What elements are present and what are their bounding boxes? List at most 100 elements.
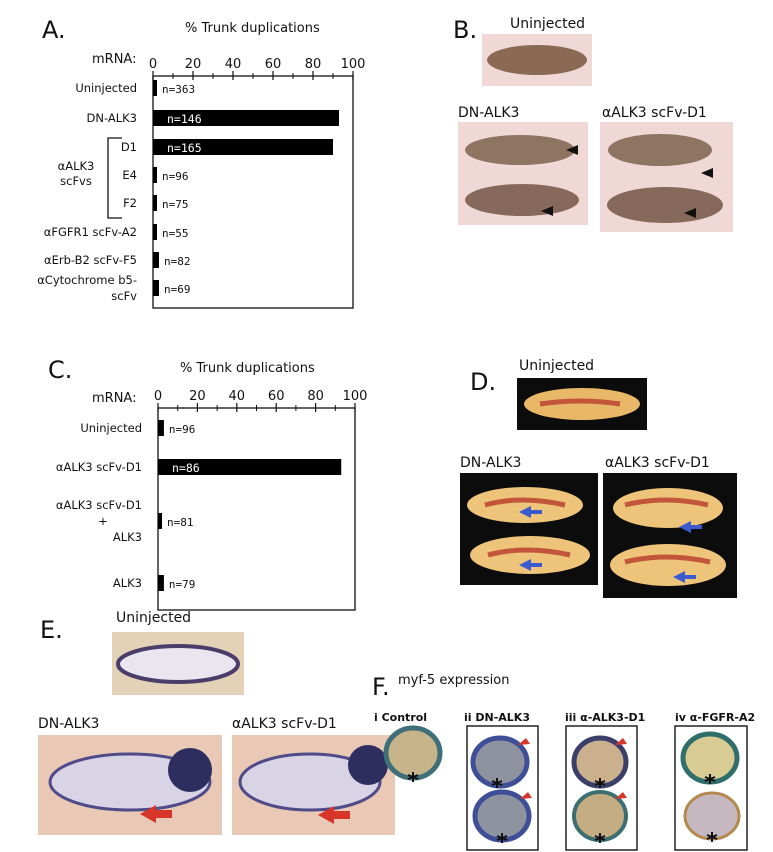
b-scfv-photo [600,122,733,232]
asterisk-icon [491,778,503,788]
panel-label-e: E. [40,616,63,644]
category-label: scFv [111,289,137,303]
category-label: E4 [122,168,137,182]
category-label: Uninjected [80,421,142,435]
n-label: n=69 [164,283,191,296]
category-label: ALK3 [113,576,142,590]
tick-label: 60 [268,389,285,404]
f-alk3-label: iii α-ALK3-D1 [565,711,645,724]
category-label: αALK3 scFv-D1 [56,498,142,512]
f-fgfr-label: iv α-FGFR-A2 [675,711,755,724]
chart-c-title: % Trunk duplications [180,361,315,376]
category-label: + [98,514,108,528]
n-label: n=79 [169,578,196,591]
tick-label: 20 [189,389,206,404]
tick-label: 100 [341,57,366,72]
f-dn-photos [470,735,532,843]
n-label: n=82 [164,255,191,268]
n-label: n=363 [162,83,195,96]
f-alk3-photos [571,735,629,843]
d-dn-photo [460,473,598,585]
panel-label-c: C. [48,356,72,384]
category-label: DN-ALK3 [87,111,138,125]
e-uninjected-photo [112,632,244,695]
n-label: n=96 [169,423,196,436]
f-title: myf-5 expression [398,673,509,688]
chart-c-ylabel: mRNA: [92,391,136,406]
arrow-icon [679,521,702,533]
asterisk-icon [496,833,508,843]
arrow-icon [566,145,578,155]
f-control-photo [383,725,443,782]
panel-label-d: D. [470,368,496,396]
arrow-icon [684,208,696,218]
e-scfv-label: αALK3 scFv-D1 [232,716,337,732]
tick-label: 80 [307,389,324,404]
arrow-icon [519,506,542,518]
category-label: D1 [121,140,137,154]
bar [158,513,162,529]
asterisk-icon [706,832,718,842]
bar [153,195,157,211]
bar [158,420,164,436]
bar [153,139,333,155]
n-label: n=75 [162,198,189,211]
e-dn-label: DN-ALK3 [38,716,99,732]
n-label: n=96 [162,170,189,183]
f-dn-box [466,725,539,851]
f-alk3-box [565,725,638,851]
e-dn-photo [38,735,222,835]
category-label: ALK3 [113,530,142,544]
f-fgfr-box [674,725,748,851]
category-label: Uninjected [75,81,137,95]
b-dn-photo [458,122,588,225]
bar [158,459,342,475]
b-dn-label: DN-ALK3 [458,105,519,121]
b-uninjected-photo [482,34,592,86]
chart-a-title: % Trunk duplications [185,21,320,36]
tick-label: 0 [149,57,157,72]
arrow-icon [615,738,627,745]
asterisk-icon [594,833,606,843]
f-control-label: i Control [374,711,427,724]
n-label: n=81 [167,516,194,529]
arrow-icon [673,571,696,583]
panel-label-a: A. [42,16,66,44]
panel-label-b: B. [453,16,477,44]
bar [158,575,164,591]
n-label: n=86 [172,461,200,475]
tick-label: 40 [225,57,242,72]
n-label: n=165 [167,141,202,155]
chart-a-ylabel: mRNA: [92,52,136,67]
arrow-icon [615,792,627,799]
arrow-icon [318,806,350,824]
tick-label: 40 [229,389,246,404]
group-bracket [107,137,122,219]
d-uninjected-label: Uninjected [519,358,594,374]
d-scfv-photo [603,473,737,598]
bar [153,110,339,126]
n-label: n=55 [162,227,189,240]
group-label-line: αALK3 [58,159,95,173]
tick-label: 0 [154,389,162,404]
tick-label: 20 [185,57,202,72]
d-dn-label: DN-ALK3 [460,455,521,471]
category-label: αFGFR1 scFv-A2 [44,225,137,239]
arrow-icon [140,805,172,823]
asterisk-icon [704,774,716,784]
group-label-line: scFvs [60,174,92,188]
tick-label: 80 [305,57,322,72]
f-fgfr-photos [680,731,741,842]
category-label: F2 [123,196,137,210]
category-label: αALK3 scFv-D1 [56,460,142,474]
d-uninjected-photo [517,378,647,430]
arrow-icon [520,792,532,799]
asterisk-icon [407,772,419,782]
bar [153,252,159,268]
category-label: αCytochrome b5- [37,273,137,287]
e-scfv-photo [232,735,395,835]
bar [153,224,157,240]
